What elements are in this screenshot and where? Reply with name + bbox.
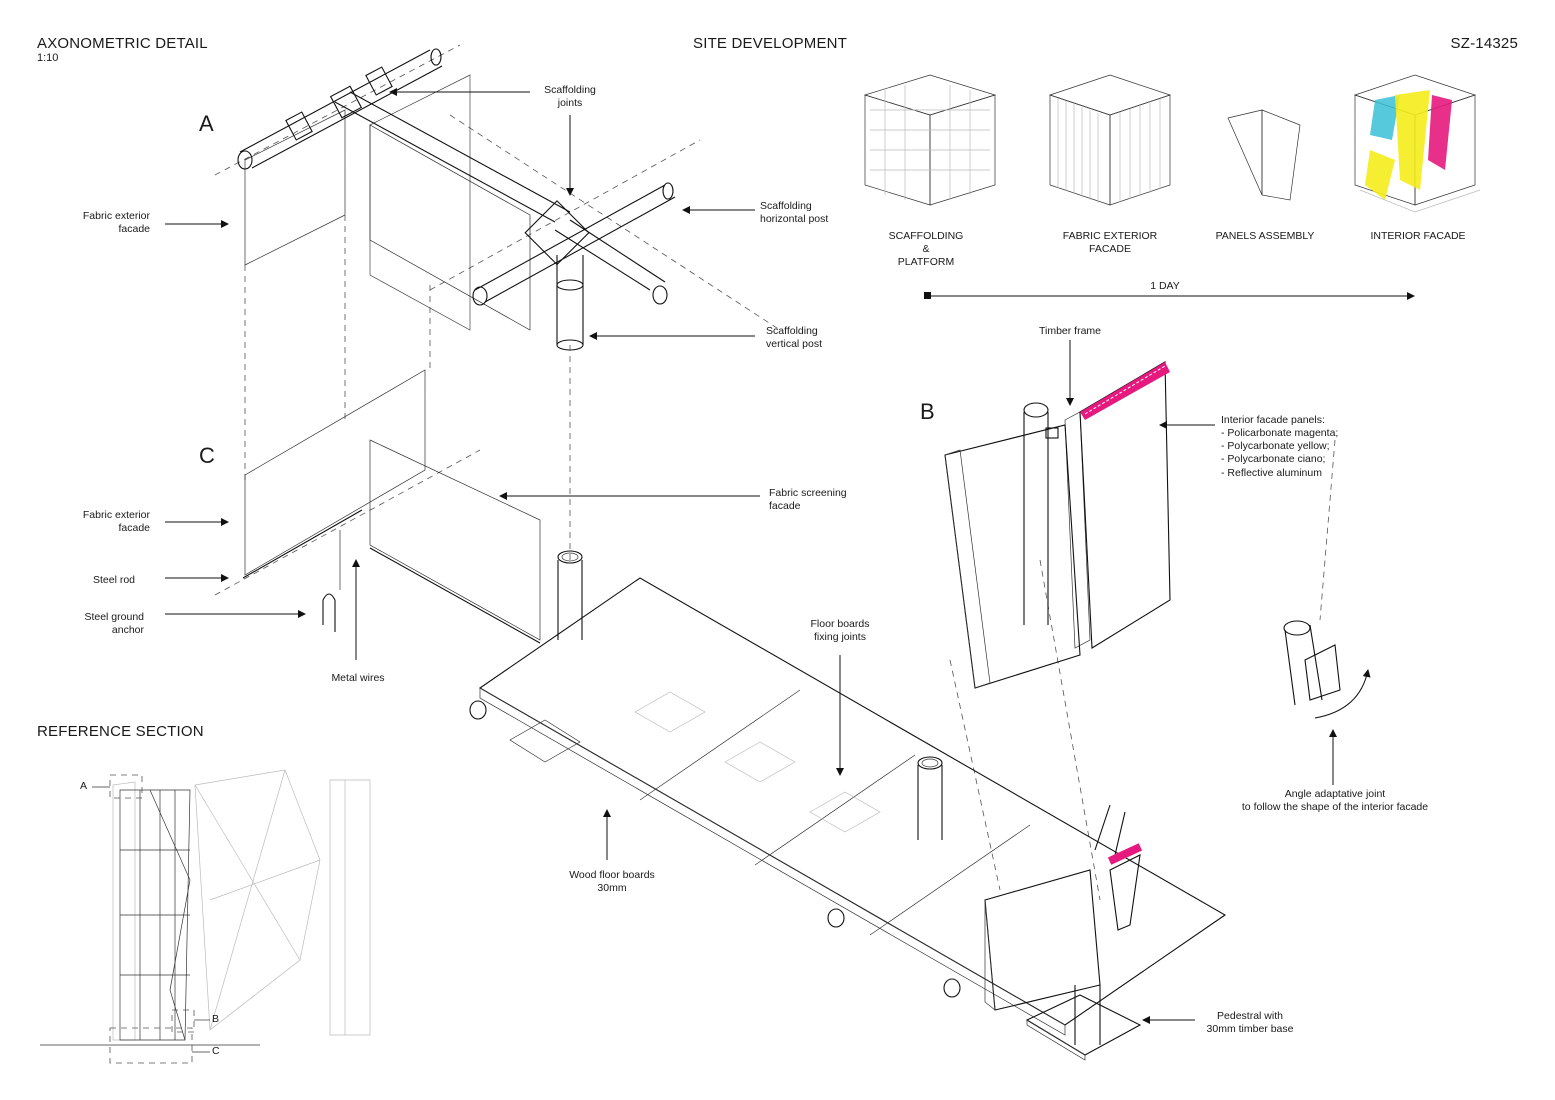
reference-mark-a: A <box>80 780 88 792</box>
detail-b-mark: B <box>920 399 935 424</box>
reference-title: REFERENCE SECTION <box>37 723 204 740</box>
detail-b-panels <box>944 361 1371 719</box>
detail-a-mark: A <box>199 111 214 136</box>
step-label-fabric: FABRIC EXTERIOR FACADE <box>1062 230 1158 256</box>
label-fabric-exterior-a: Fabric exterior facade <box>82 210 150 236</box>
step-label-scaffolding: SCAFFOLDING & PLATFORM <box>888 230 964 269</box>
label-horizontal-post: Scaffolding horizontal post <box>760 200 829 226</box>
step-label-interior: INTERIOR FACADE <box>1370 230 1466 242</box>
label-floor-joints: Floor boards fixing joints <box>810 618 870 644</box>
thumb-interior <box>1353 74 1481 213</box>
detail-c-mark: C <box>199 443 215 468</box>
sheet-title: AXONOMETRIC DETAIL <box>37 35 208 52</box>
label-fabric-screening: Fabric screening facade <box>769 487 847 513</box>
label-wood-floor: Wood floor boards 30mm <box>569 869 655 895</box>
reference-mark-c: C <box>212 1045 220 1057</box>
label-pedestal: Pedestral with 30mm timber base <box>1206 1010 1294 1036</box>
scale-label: 1:10 <box>37 52 59 64</box>
timeline-duration: 1 DAY <box>1150 280 1180 292</box>
label-timber-frame: Timber frame <box>1038 325 1102 337</box>
section-title: SITE DEVELOPMENT <box>693 35 848 52</box>
step-label-panels: PANELS ASSEMBLY <box>1215 230 1315 242</box>
reference-mark-b: B <box>212 1013 220 1025</box>
label-interior-panels: Interior facade panels: - Policarbonate … <box>1221 414 1339 479</box>
thumb-fabric <box>1048 74 1172 206</box>
label-steel-rod: Steel rod <box>92 574 135 586</box>
label-scaffolding-joints: Scaffolding joints <box>544 84 596 110</box>
platform-panels <box>984 804 1143 1011</box>
label-vertical-post: Scaffolding vertical post <box>766 325 823 351</box>
label-steel-anchor: Steel ground anchor <box>84 611 144 637</box>
platform-floor <box>469 550 1227 1061</box>
detail-a-scaffolding <box>214 44 781 351</box>
detail-c-fabric <box>214 369 541 644</box>
thumb-panels <box>1227 109 1301 201</box>
label-fabric-exterior-c: Fabric exterior facade <box>82 509 150 535</box>
drawing-code: SZ-14325 <box>1450 35 1518 52</box>
alignment-guides <box>244 215 1336 901</box>
leader-arrows <box>92 88 1337 1053</box>
thumb-scaffolding <box>863 74 997 206</box>
reference-section <box>40 769 371 1064</box>
sequence-thumbnails <box>863 74 1481 300</box>
label-metal-wires: Metal wires <box>331 672 385 684</box>
label-adaptive-joint: Angle adaptative joint to follow the sha… <box>1241 788 1429 814</box>
